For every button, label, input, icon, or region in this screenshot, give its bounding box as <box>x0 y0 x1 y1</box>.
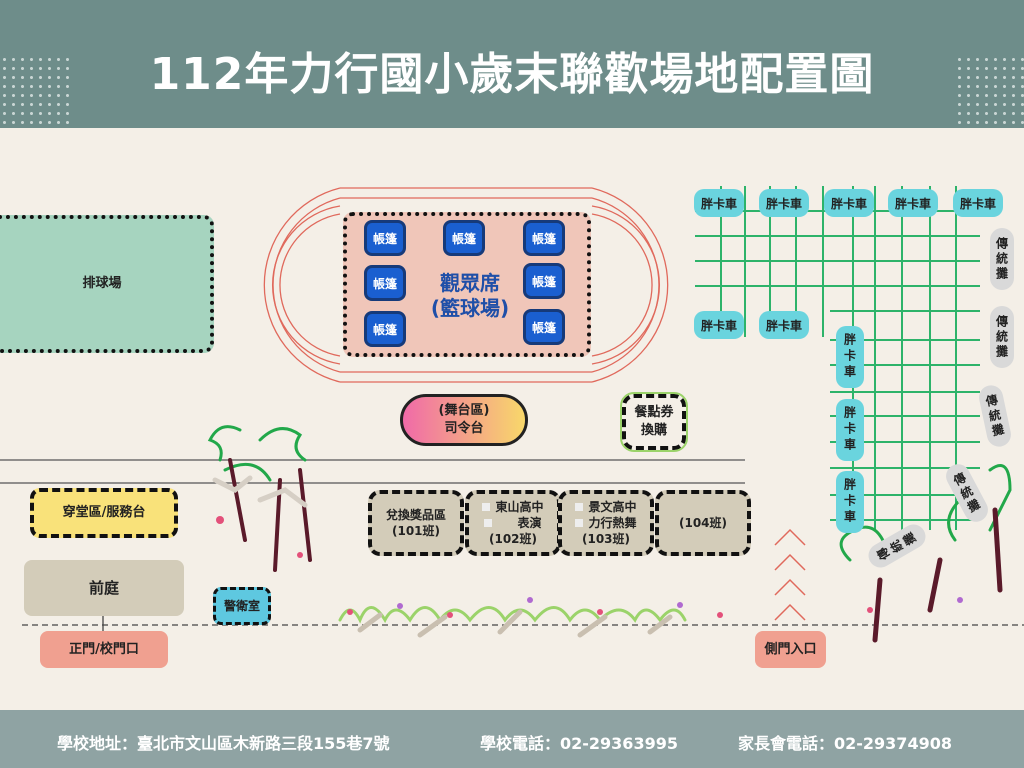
lobby-service-desk: 穿堂區/服務台 <box>30 488 178 538</box>
food-truck: 胖卡車 <box>888 189 938 217</box>
side-gate-arrows <box>774 528 806 621</box>
food-truck: 胖卡車 <box>759 311 809 339</box>
main-gate: 正門/校門口 <box>40 631 168 668</box>
booth-101: 兌換獎品區 (101班) <box>368 490 464 556</box>
side-gate: 側門入口 <box>755 631 826 668</box>
booth-103: 景文高中 力行熱舞 (103班) <box>558 490 654 556</box>
running-track <box>263 187 669 383</box>
booth-102: 東山高中 表演 (102班) <box>465 490 561 556</box>
basketball-label: (籃球場) <box>430 296 510 320</box>
volleyball-court: 排球場 <box>0 215 214 353</box>
tent: 帳篷 <box>523 309 565 345</box>
food-truck: 胖卡車 <box>824 189 874 217</box>
booth-subtitle-text: 表演 <box>517 515 542 530</box>
dot-pattern <box>955 55 1024 125</box>
booth-title: 景文高中 <box>575 499 636 515</box>
tent: 帳篷 <box>364 220 406 256</box>
school-address: 學校地址：臺北市文山區木新路三段155巷7號 <box>57 734 390 753</box>
lobby-label: 穿堂區/服務台 <box>62 505 146 521</box>
booth-title: 東山高中 <box>482 499 543 515</box>
tent: 帳篷 <box>523 263 565 299</box>
tent: 帳篷 <box>364 265 406 301</box>
booth-class: (102班) <box>488 532 538 547</box>
meal-label: 餐點券 <box>634 405 674 421</box>
flowers <box>216 516 963 618</box>
footer-bar: 學校地址：臺北市文山區木新路三段155巷7號 學校電話：02-29363995 … <box>0 710 1024 768</box>
food-truck: 胖卡車 <box>836 399 864 461</box>
audience-label: 觀眾席 <box>440 271 500 295</box>
front-yard: 前庭 <box>24 560 184 616</box>
exchange-label: 換購 <box>640 423 667 438</box>
traditional-stall: 傳統攤 <box>990 228 1014 290</box>
booth-subtitle: 力行熱舞 <box>575 515 636 531</box>
parent-association-phone: 家長會電話：02-29374908 <box>738 734 952 753</box>
food-truck: 胖卡車 <box>694 311 744 339</box>
side-gate-label: 側門入口 <box>764 641 817 657</box>
food-truck: 胖卡車 <box>953 189 1003 217</box>
booth-title: 兌換獎品區 <box>385 507 446 522</box>
stage-area: (舞台區) 司令台 <box>400 394 528 446</box>
school-phone: 學校電話：02-29363995 <box>480 734 678 753</box>
booth-class: (104班) <box>678 515 728 530</box>
plants <box>207 425 1012 643</box>
food-truck: 胖卡車 <box>694 189 744 217</box>
booth-104: (104班) <box>655 490 751 556</box>
food-truck: 胖卡車 <box>836 471 864 533</box>
header-banner <box>0 0 1024 128</box>
main-gate-label: 正門/校門口 <box>69 641 139 657</box>
road-lines <box>0 459 745 484</box>
podium-label: 司令台 <box>444 421 484 436</box>
volleyball-label: 排球場 <box>82 276 122 292</box>
traditional-stall: 傳統攤 <box>990 306 1014 368</box>
front-yard-label: 前庭 <box>88 578 119 597</box>
guard-room: 警衛室 <box>213 587 271 625</box>
page-title: 112年力行國小歲末聯歡場地配置圖 <box>149 49 875 100</box>
booth-subtitle: 表演 <box>484 515 541 531</box>
tent: 帳篷 <box>364 311 406 347</box>
dot-pattern <box>0 55 70 125</box>
audience-seating: 觀眾席 (籃球場) <box>405 266 535 326</box>
food-truck: 胖卡車 <box>836 326 864 388</box>
tent: 帳篷 <box>443 220 485 256</box>
stage-label: (舞台區) <box>438 403 490 419</box>
guard-label: 警衛室 <box>223 598 260 613</box>
booth-class: (103班) <box>581 532 631 547</box>
booth-class: (101班) <box>391 524 441 538</box>
food-truck: 胖卡車 <box>759 189 809 217</box>
meal-voucher-exchange: 餐點券 換購 <box>620 392 688 452</box>
tent: 帳篷 <box>523 220 565 256</box>
